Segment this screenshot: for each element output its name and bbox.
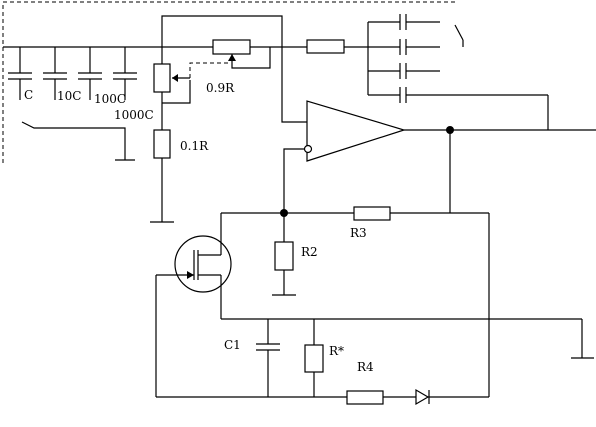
- capacitor-100c: [78, 47, 102, 100]
- range-selector-switch: [21, 121, 135, 161]
- diode: [415, 388, 430, 406]
- label-r4: R4: [357, 360, 374, 374]
- label-01r: 0.1R: [180, 139, 209, 153]
- label-1000c: 1000C: [114, 108, 154, 122]
- label-c: C: [24, 88, 33, 102]
- potentiometer-09r: [153, 47, 228, 130]
- capacitor-10c: [43, 47, 67, 100]
- label-c1: C1: [224, 338, 241, 352]
- label-10c: 10C: [57, 89, 81, 103]
- label-09r: 0.9R: [206, 81, 235, 95]
- capacitor-c1: [256, 319, 280, 397]
- label-rstar: R*: [329, 344, 344, 358]
- resistor-01r: [153, 129, 171, 222]
- output-feedback-wire: [283, 130, 451, 213]
- top-potentiometer: [212, 39, 271, 69]
- jfet-transistor: [155, 235, 232, 397]
- resistor-r3: [353, 206, 391, 221]
- lower-network: [220, 212, 490, 397]
- series-resistor: [306, 39, 345, 54]
- bottom-rail: [221, 318, 594, 359]
- right-capacitor-bank: [367, 14, 549, 130]
- resistor-r4: [346, 390, 384, 405]
- capacitor-c: [8, 47, 32, 100]
- resistor-rstar: [304, 319, 324, 397]
- resistor-r2: [272, 213, 296, 296]
- label-r3: R3: [350, 226, 367, 240]
- top-rail: [3, 15, 368, 123]
- op-amp: [303, 100, 596, 162]
- label-r2: R2: [301, 245, 318, 259]
- label-100c: 100C: [94, 92, 126, 106]
- dashed-enclosure: [2, 1, 458, 163]
- capacitor-1000c: [113, 47, 137, 100]
